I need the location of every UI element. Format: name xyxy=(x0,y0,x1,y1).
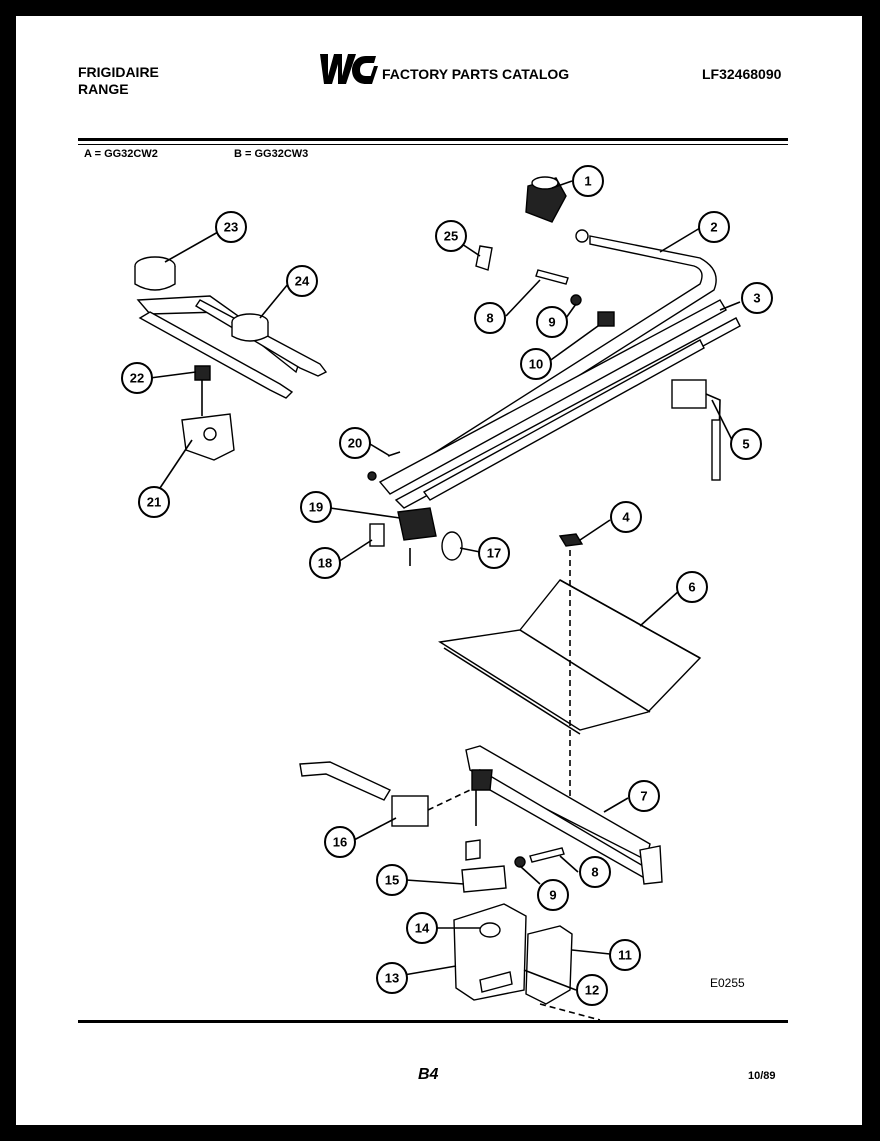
leader-lines xyxy=(149,180,741,991)
callout-19: 19 xyxy=(300,491,332,523)
callout-20: 20 xyxy=(339,427,371,459)
manifold-drawing xyxy=(378,176,741,509)
callout-label: 4 xyxy=(622,510,630,525)
header-rule-thick xyxy=(78,138,788,141)
callout-label: 10 xyxy=(529,357,543,372)
callout-21: 21 xyxy=(138,486,170,518)
callout-14: 14 xyxy=(406,912,438,944)
brand-name: FRIGIDAIRE xyxy=(78,64,159,80)
model-a: A = GG32CW2 xyxy=(84,148,158,160)
callout-12: 12 xyxy=(576,974,608,1006)
callout-label: 14 xyxy=(415,921,430,936)
callout-24: 24 xyxy=(286,265,318,297)
callout-15: 15 xyxy=(376,864,408,896)
callout-label: 15 xyxy=(385,873,399,888)
callout-label: 23 xyxy=(224,220,238,235)
header-rule-thin xyxy=(78,144,788,145)
callout-5: 5 xyxy=(730,428,762,460)
callout-3: 3 xyxy=(741,282,773,314)
callout-label: 16 xyxy=(333,835,347,850)
oven-valve-drawing xyxy=(453,839,601,1021)
callout-1: 1 xyxy=(572,165,604,197)
igniter-drawing xyxy=(299,761,471,827)
revision-date: 10/89 xyxy=(748,1070,776,1082)
callout-6: 6 xyxy=(676,571,708,603)
callout-label: 5 xyxy=(742,437,749,452)
burner-assembly-drawing xyxy=(134,256,328,399)
callout-label: 11 xyxy=(618,948,632,963)
callout-label: 1 xyxy=(584,174,591,189)
callout-label: 25 xyxy=(444,229,458,244)
callout-8-bottom: 8 xyxy=(579,856,611,888)
callout-4: 4 xyxy=(610,501,642,533)
model-b: B = GG32CW3 xyxy=(234,148,309,160)
callout-label: 6 xyxy=(688,580,695,595)
callout-9: 9 xyxy=(536,306,568,338)
callout-9-bottom: 9 xyxy=(537,879,569,911)
footer-rule xyxy=(78,1020,788,1023)
callout-7: 7 xyxy=(628,780,660,812)
switch-drawing xyxy=(671,379,721,481)
clip-drawing xyxy=(558,533,584,547)
callout-label: 21 xyxy=(147,495,161,510)
callout-17: 17 xyxy=(478,537,510,569)
callout-label: 9 xyxy=(549,888,556,903)
callout-label: 19 xyxy=(309,500,323,515)
callout-label: 24 xyxy=(295,274,310,289)
callout-label: 2 xyxy=(710,220,717,235)
part-number: LF32468090 xyxy=(702,66,782,82)
callout-label: 22 xyxy=(130,371,144,386)
callout-label: 13 xyxy=(385,971,399,986)
callout-13: 13 xyxy=(376,962,408,994)
callout-label: 8 xyxy=(486,311,493,326)
catalog-title: FACTORY PARTS CATALOG xyxy=(382,66,570,82)
callout-label: 20 xyxy=(348,436,362,451)
diagram-code: E0255 xyxy=(710,976,745,990)
wci-logo xyxy=(320,54,378,84)
callout-label: 17 xyxy=(487,546,501,561)
callout-11: 11 xyxy=(609,939,641,971)
callout-label: 3 xyxy=(753,291,760,306)
callout-label: 18 xyxy=(318,556,332,571)
oven-burner-drawing xyxy=(465,745,663,885)
callout-22: 22 xyxy=(121,362,153,394)
callout-25: 25 xyxy=(435,220,467,252)
callout-label: 9 xyxy=(548,315,555,330)
callout-10: 10 xyxy=(520,348,552,380)
callout-label: 12 xyxy=(585,983,599,998)
callout-label: 7 xyxy=(640,789,647,804)
valve-drawing xyxy=(367,451,463,566)
callout-16-bottom: 16 xyxy=(324,826,356,858)
callout-8: 8 xyxy=(474,302,506,334)
product-type: RANGE xyxy=(78,81,129,97)
callout-18: 18 xyxy=(309,547,341,579)
callout-label: 8 xyxy=(591,865,598,880)
callout-2: 2 xyxy=(698,211,730,243)
callout-23: 23 xyxy=(215,211,247,243)
page-number: B4 xyxy=(418,1066,439,1083)
bracket-drawing xyxy=(181,365,235,461)
brand-block: FRIGIDAIRE RANGE xyxy=(78,64,159,98)
